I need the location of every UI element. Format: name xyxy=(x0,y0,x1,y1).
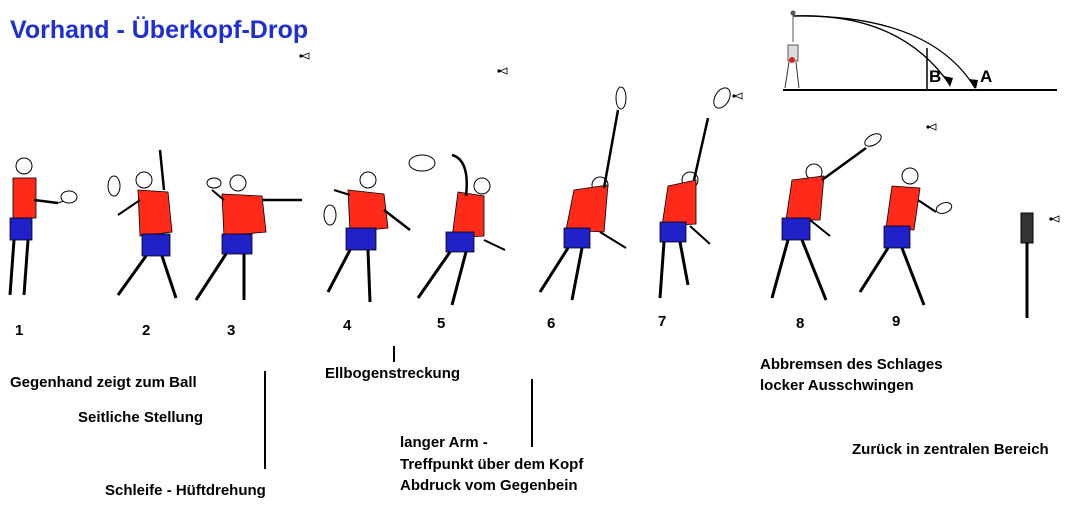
arrow-b-head xyxy=(944,76,953,87)
player-figure-8 xyxy=(770,133,882,301)
marker-line xyxy=(264,371,266,469)
figure-number: 2 xyxy=(142,322,151,339)
figure-number: 1 xyxy=(15,322,24,339)
figure-number: 4 xyxy=(343,317,352,334)
caption-arm-3: Abdruck vom Gegenbein xyxy=(400,477,578,494)
player-figure-10 xyxy=(1020,212,1034,318)
page-title: Vorhand - Überkopf-Drop xyxy=(10,16,309,44)
player-figure-5 xyxy=(408,153,506,306)
player-figure-3 xyxy=(194,174,302,301)
shuttle-icon xyxy=(731,92,743,100)
marker-line xyxy=(531,379,533,447)
mini-player xyxy=(784,10,800,89)
caption-schleife: Schleife - Hüftdrehung xyxy=(105,482,266,499)
caption-abbremsen-2: locker Ausschwingen xyxy=(760,377,914,394)
caption-gegenhand: Gegenhand zeigt zum Ball xyxy=(10,374,197,391)
figure-number: 5 xyxy=(437,315,446,332)
player-figure-1 xyxy=(8,157,78,296)
label-b: B xyxy=(929,67,942,86)
player-figure-4 xyxy=(323,171,411,303)
player-figure-2 xyxy=(107,149,178,299)
label-a: A xyxy=(980,67,993,86)
figure-number: 6 xyxy=(547,315,556,332)
caption-zurueck: Zurück in zentralen Bereich xyxy=(852,441,1049,458)
caption-arm-2: Treffpunkt über dem Kopf xyxy=(400,456,584,473)
arrow-a-head xyxy=(969,79,978,89)
shuttle-icon xyxy=(925,123,937,131)
figure-number: 8 xyxy=(796,315,805,332)
caption-abbremsen-1: Abbremsen des Schlages xyxy=(760,356,943,373)
player-figure-9 xyxy=(858,167,953,306)
player-figure-7 xyxy=(658,87,731,299)
figure-number: 9 xyxy=(892,313,901,330)
shuttle-icon xyxy=(298,52,310,60)
shuttle-icon xyxy=(496,67,508,75)
figure-number: 7 xyxy=(658,313,667,330)
caption-ellbogen: Ellbogenstreckung xyxy=(325,365,461,382)
caption-arm-1: langer Arm - xyxy=(400,434,488,451)
caption-seitlich: Seitliche Stellung xyxy=(78,409,204,426)
figure-number: 3 xyxy=(227,322,236,339)
marker-line xyxy=(393,346,395,362)
shuttle-icon xyxy=(1048,215,1060,223)
player-figure-6 xyxy=(538,86,627,301)
trajectory-a-path xyxy=(792,15,976,89)
